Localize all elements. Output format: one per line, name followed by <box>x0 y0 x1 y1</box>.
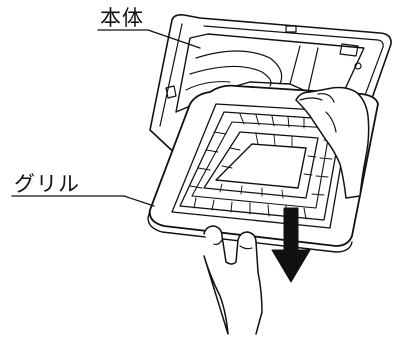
right-hand-thumb <box>325 111 337 133</box>
body-screw <box>354 62 362 70</box>
body-panel-line-1 <box>289 45 301 85</box>
left-hand-knuckle <box>239 245 253 250</box>
body-label: 本体 <box>100 6 144 30</box>
body-fan-curve-2 <box>189 65 272 87</box>
leader-lines <box>11 29 201 207</box>
grille-leader-line <box>11 195 155 207</box>
down-arrow-icon <box>271 207 311 283</box>
grille-label: グリル <box>14 172 80 196</box>
right-hand-finger-1 <box>299 97 323 101</box>
body-leader-line <box>97 29 201 49</box>
right-hand <box>295 86 370 199</box>
body-inner-flange <box>203 25 384 99</box>
grille-frame-edge <box>147 209 353 253</box>
body-latch <box>165 85 177 99</box>
body-fan-curve-3 <box>185 81 231 91</box>
left-hand <box>203 225 263 335</box>
body-opening <box>175 33 365 113</box>
body-tab <box>285 25 297 33</box>
body-tab-right <box>339 43 359 57</box>
grille-louver-ring-outer-2 <box>191 121 331 209</box>
right-hand-finger-2 <box>317 93 335 103</box>
body-panel-line-2 <box>307 47 319 93</box>
grille-louver-ring-outer <box>179 111 343 221</box>
grille-slats-left <box>189 131 227 189</box>
body-fan-curve-1 <box>195 50 283 85</box>
left-hand-outline <box>203 225 263 335</box>
left-hand-finger-line <box>213 239 223 246</box>
right-hand-outline <box>295 86 370 199</box>
body-unit <box>149 14 392 159</box>
grille-slats-inner <box>219 133 317 199</box>
grille-center-panel <box>215 143 307 189</box>
